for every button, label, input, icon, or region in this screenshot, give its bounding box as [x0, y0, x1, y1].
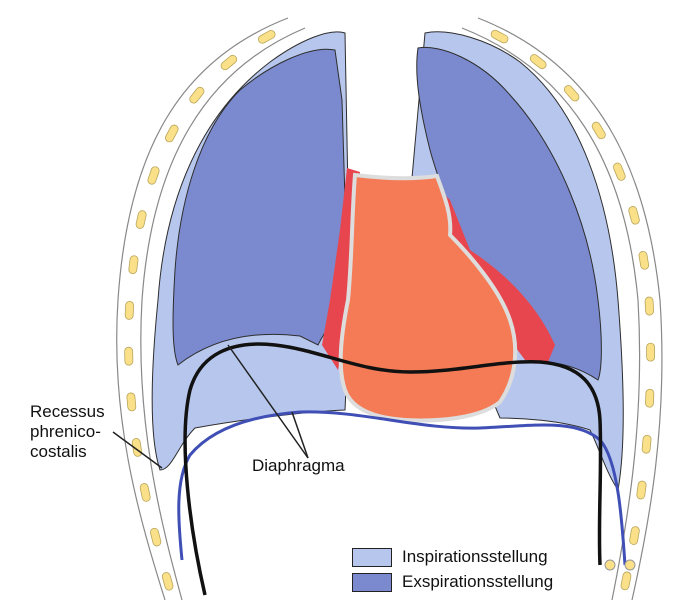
- rib-end-marker: [624, 559, 636, 571]
- heart-border-left: [322, 168, 360, 370]
- rib-segment: [646, 342, 656, 362]
- rib-segment: [220, 54, 238, 71]
- rib-end-marker: [604, 559, 616, 571]
- rib-segment: [641, 434, 652, 454]
- chest-wall-right: [461, 17, 663, 601]
- legend-swatch-inspiration: [352, 547, 392, 567]
- rib-segment: [645, 388, 655, 408]
- recessus-label-line: Recessus: [30, 402, 105, 421]
- diaphragma-label: Diaphragma: [252, 456, 345, 475]
- legend-swatch-expiration: [352, 572, 392, 592]
- rib-segment: [638, 250, 650, 270]
- rib-segment: [124, 346, 134, 366]
- rib-segment: [165, 124, 179, 143]
- heart-border-right: [440, 190, 555, 362]
- rib-segment: [257, 30, 276, 44]
- rib-segment: [150, 527, 162, 547]
- legend-item-inspiration: Inspirationsstellung: [352, 547, 548, 567]
- rib-segment: [189, 86, 205, 104]
- diaphragm-expiration-line: [183, 342, 603, 596]
- rib-segment: [490, 29, 509, 44]
- recessus-label-line: phrenico-: [30, 422, 101, 441]
- rib-segment: [613, 162, 626, 181]
- rib-segment: [128, 255, 139, 275]
- recessus-label-line: costalis: [30, 442, 87, 461]
- rib-segment: [124, 300, 135, 320]
- rib-segment: [126, 392, 137, 412]
- rib-segment: [636, 480, 647, 500]
- legend-label-inspiration: Inspirationsstellung: [402, 547, 548, 566]
- rib-segment: [135, 210, 147, 229]
- rib-segment: [161, 572, 174, 591]
- rib-segment: [591, 121, 606, 140]
- diaphragm-inspiration-line: [177, 410, 627, 566]
- rib-segment: [644, 296, 654, 316]
- legend-label-expiration: Exspirationsstellung: [402, 572, 554, 591]
- rib-segment: [628, 206, 640, 225]
- rib-segment: [620, 571, 632, 591]
- rib-segment: [563, 85, 580, 102]
- chest-wall-left: [116, 17, 306, 601]
- heart: [338, 172, 518, 423]
- rib-segment: [139, 483, 151, 502]
- recessus-label: Recessus phrenico- costalis: [30, 402, 105, 462]
- annotation-pointers: [112, 344, 309, 469]
- rib-segment: [529, 54, 547, 70]
- rib-segment: [629, 526, 640, 545]
- legend-item-expiration: Exspirationsstellung: [352, 572, 553, 592]
- lung-expiration-left: [172, 48, 346, 366]
- rib-segment: [147, 166, 160, 185]
